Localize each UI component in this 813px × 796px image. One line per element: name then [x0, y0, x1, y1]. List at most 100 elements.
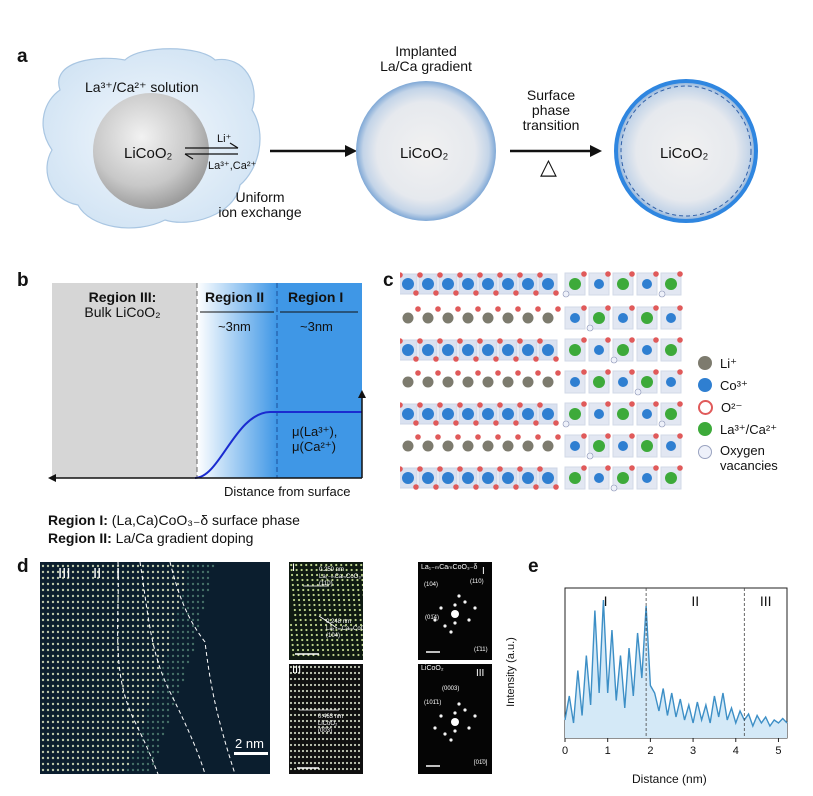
atom-column [131, 606, 135, 610]
atom-column [156, 612, 160, 616]
atom-column [341, 689, 345, 693]
co-atom [542, 344, 554, 356]
panel-a-label: a [17, 46, 28, 67]
atom-column [296, 643, 299, 647]
atom-column [361, 578, 363, 582]
atom-column [296, 648, 300, 652]
atom-column [325, 701, 329, 705]
atom-column [136, 564, 140, 568]
atom-column [305, 761, 309, 765]
atom-column [141, 600, 145, 604]
atom-column [141, 678, 145, 682]
atom-column [289, 665, 293, 669]
o-atom [437, 338, 443, 344]
atom-column [325, 689, 329, 693]
li-atom [402, 440, 414, 452]
panel-b-label: b [17, 270, 29, 291]
atom-column [121, 684, 125, 688]
atom-column [345, 689, 349, 693]
atom-column [345, 761, 349, 765]
atom-column [181, 654, 185, 658]
atom-column [176, 660, 180, 664]
atom-column [146, 600, 150, 604]
atom-column [66, 630, 70, 634]
stem-region-i: I [116, 565, 121, 582]
atom-column [61, 576, 65, 580]
atom-column [106, 696, 110, 700]
atom-column [293, 731, 297, 735]
atom-column [296, 583, 299, 587]
atom-column [91, 744, 95, 748]
atom-column [345, 701, 349, 705]
o-atom [555, 370, 561, 376]
atom-column [335, 568, 338, 572]
atom-column [126, 696, 130, 700]
atom-column [51, 708, 55, 712]
atom-column [46, 618, 50, 622]
atom-column [66, 642, 70, 646]
atom-column [333, 761, 337, 765]
atom-column [151, 660, 155, 664]
atom-column [181, 612, 185, 616]
atom-column [61, 630, 65, 634]
atom-column [121, 594, 125, 598]
atom-column [314, 613, 317, 617]
atom-column [349, 755, 353, 759]
o-atom [475, 370, 481, 376]
atom-column [352, 653, 355, 657]
atom-column [349, 665, 353, 669]
atom-column [51, 702, 55, 706]
atom-column [151, 756, 155, 760]
atom-column [295, 628, 298, 632]
atom-column [191, 618, 195, 622]
atom-column [71, 570, 75, 574]
panel-e-label: e [528, 556, 539, 577]
atom-column [345, 719, 349, 723]
atom-column [201, 582, 205, 586]
atom-column [46, 762, 50, 766]
atom-column [315, 563, 318, 567]
atom-column [171, 672, 175, 676]
atom-column [166, 624, 170, 628]
atom-column [46, 672, 50, 676]
atom-column [352, 593, 355, 597]
co-atom [502, 408, 514, 420]
atom-column [101, 630, 105, 634]
region1-label: Region I [288, 289, 344, 305]
atom-column [96, 660, 100, 664]
co-atom [422, 344, 434, 356]
o-atom [581, 401, 587, 407]
atom-column [91, 618, 95, 622]
atom-column [329, 683, 333, 687]
fft-i-spot-104: (104) [424, 582, 439, 588]
atom-column [51, 750, 55, 754]
o-atom [653, 369, 659, 375]
atom-column [116, 636, 120, 640]
atom-column [357, 677, 361, 681]
atom-column [309, 665, 313, 669]
atom-column [101, 660, 105, 664]
atom-column [101, 570, 105, 574]
atom-column [305, 677, 309, 681]
atom-column [342, 653, 345, 657]
atom-column [293, 689, 297, 693]
fft-i-zone-axis: (1̄11) [474, 647, 488, 653]
atom-column [66, 594, 70, 598]
co-atom [402, 408, 414, 420]
atom-column [41, 576, 45, 580]
atom-column [353, 743, 357, 747]
atom-column [292, 598, 296, 602]
atom-column [357, 731, 361, 735]
li-atom [402, 376, 414, 388]
atom-column [181, 576, 185, 580]
atom-column [349, 743, 353, 747]
atom-column [289, 725, 293, 729]
atom-column [333, 689, 337, 693]
atom-column [66, 618, 70, 622]
atom-column [141, 762, 145, 766]
atom-column [126, 768, 130, 772]
atom-column [301, 719, 305, 723]
atom-column [321, 719, 325, 723]
atom-column [91, 696, 95, 700]
